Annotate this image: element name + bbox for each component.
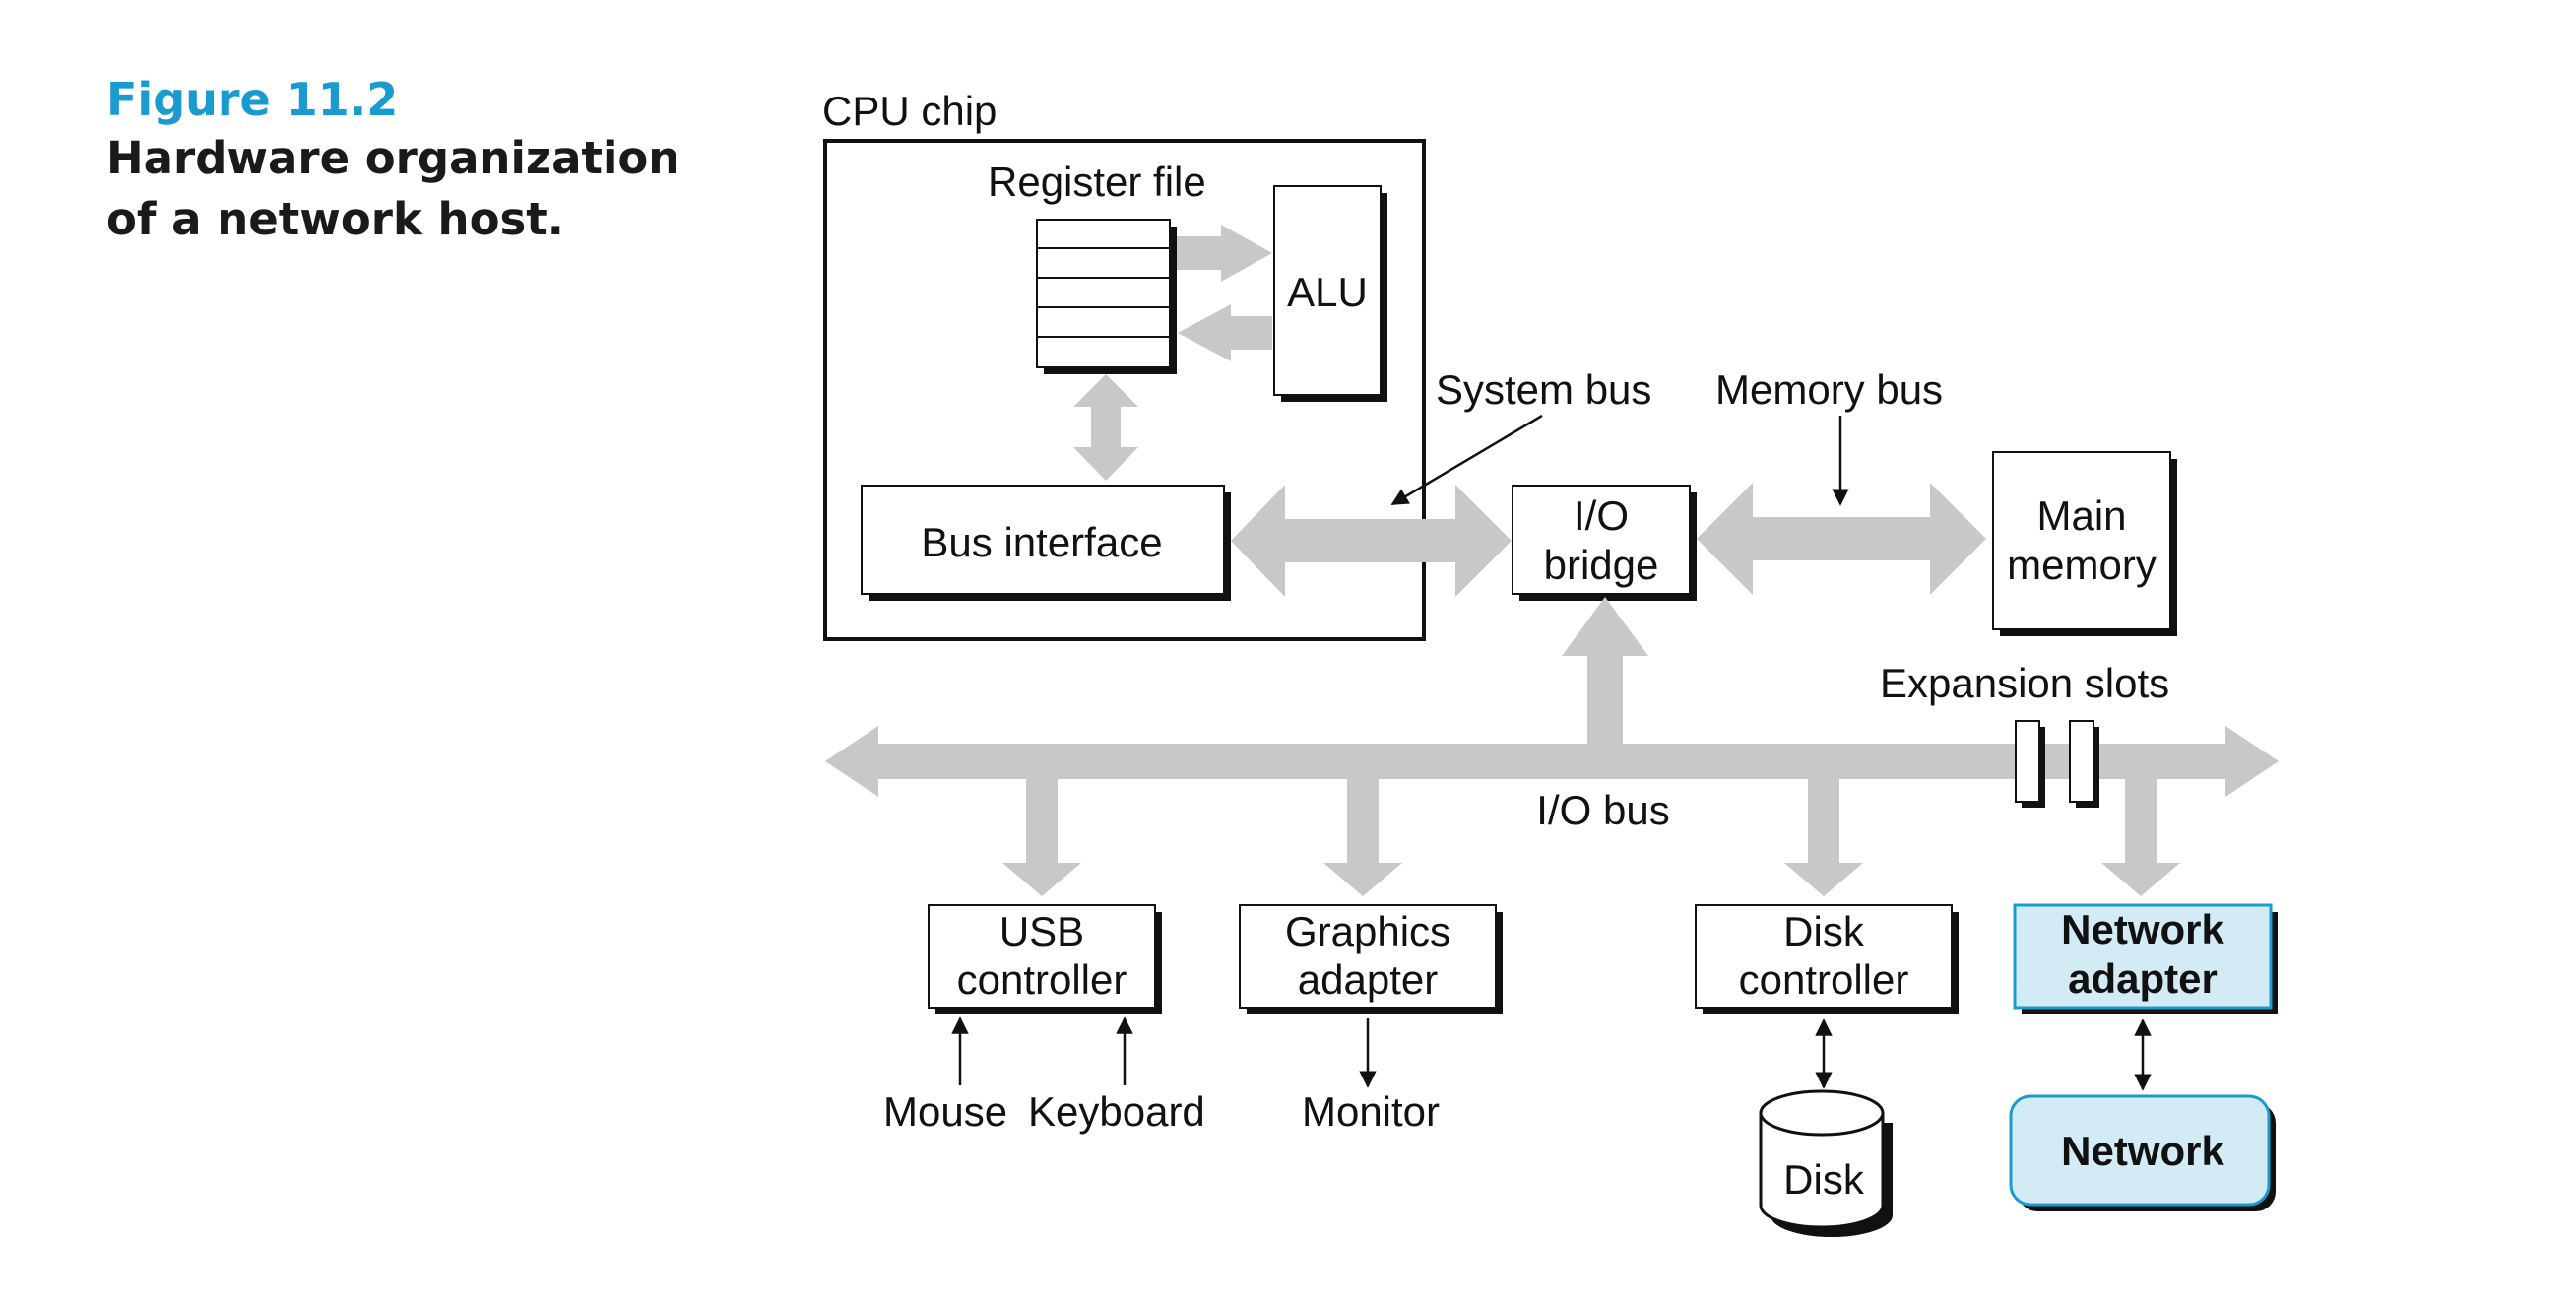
usb-controller-label-line1: USB [999, 908, 1084, 954]
memory-bus-label: Memory bus [1715, 366, 1943, 413]
io-bus-to-network-adapter-arrow [2101, 778, 2180, 896]
monitor-label: Monitor [1302, 1088, 1440, 1135]
cpu-chip-box [823, 139, 1426, 641]
alu-box [1273, 185, 1387, 402]
system-bus-pointer [1390, 414, 1543, 506]
io-bridge-box [1512, 485, 1697, 601]
reg-to-alu-arrow [1177, 225, 1272, 282]
main-memory-box [1992, 451, 2177, 636]
expansion-slot-2 [2069, 720, 2099, 808]
reg-bus-interface-arrow [1073, 374, 1138, 481]
io-bus-arrow [825, 726, 2279, 797]
figure-number: Figure 11.2 [106, 73, 399, 126]
disk-controller-label-line2: controller [1739, 956, 1909, 1003]
io-bridge-label-line2: bridge [1544, 542, 1659, 588]
network-label: Network [2061, 1128, 2224, 1174]
io-bus-to-usb-arrow [1002, 778, 1081, 896]
figure-caption: Figure 11.2 Hardware organization of a n… [106, 71, 679, 250]
keyboard-label: Keyboard [1028, 1088, 1205, 1135]
register-file-label: Register file [988, 159, 1206, 205]
system-bus-label: System bus [1436, 366, 1651, 413]
system-bus-arrow [1231, 485, 1512, 597]
usb-controller-box [928, 904, 1162, 1014]
cpu-chip-label: CPU chip [822, 88, 997, 134]
io-bus-label: I/O bus [1536, 787, 1669, 833]
disk-controller-label-line1: Disk [1783, 908, 1865, 954]
graphics-adapter-label-line1: Graphics [1285, 908, 1450, 954]
io-bus-to-disk-controller-arrow [1784, 778, 1863, 896]
figure-title-line1: Hardware organization [106, 132, 680, 184]
main-memory-label-line1: Main [2036, 492, 2126, 539]
figure-title-line2: of a network host. [106, 193, 564, 245]
register-file [1036, 219, 1177, 374]
main-memory-label-line2: memory [2007, 542, 2157, 588]
network-box [2009, 1094, 2276, 1211]
alu-to-reg-arrow [1178, 304, 1272, 361]
io-bus-to-graphics-arrow [1323, 778, 1402, 896]
usb-controller-label-line2: controller [957, 956, 1127, 1003]
expansion-slot-1 [2015, 720, 2045, 808]
bus-interface-box [861, 485, 1231, 601]
io-bus-to-bridge-arrow [1562, 597, 1648, 749]
disk-cylinder [1759, 1089, 1893, 1237]
disk-controller-box [1695, 904, 1959, 1014]
mouse-label: Mouse [883, 1088, 1007, 1135]
memory-bus-arrow [1697, 483, 1986, 595]
network-adapter-box [2013, 903, 2278, 1014]
alu-label: ALU [1287, 269, 1368, 315]
graphics-adapter-label-line2: adapter [1298, 956, 1438, 1003]
graphics-adapter-box [1239, 904, 1503, 1014]
network-adapter-label-line1: Network [2061, 906, 2224, 952]
network-adapter-label-line2: adapter [2068, 955, 2218, 1002]
expansion-slots-label: Expansion slots [1880, 660, 2169, 706]
bus-interface-label: Bus interface [921, 519, 1162, 565]
disk-label: Disk [1783, 1156, 1865, 1203]
io-bridge-label-line1: I/O [1574, 492, 1629, 539]
